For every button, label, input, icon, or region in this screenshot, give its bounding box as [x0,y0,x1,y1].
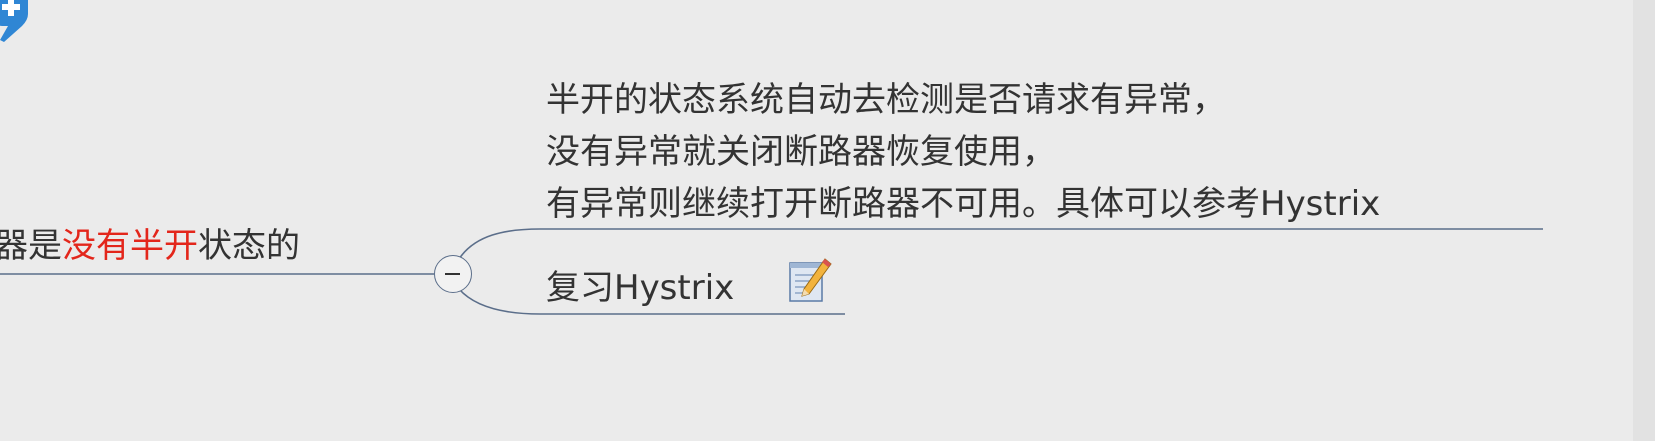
note-topic[interactable]: 半开的状态系统自动去检测是否请求有异常， 没有异常就关闭断路器恢复使用， 有异常… [546,74,1380,230]
canvas-edge [1633,0,1655,441]
notepad-pencil-icon[interactable] [787,257,833,305]
connector-to-note-topic [458,228,1543,260]
review-topic-label: 复习Hystrix [546,268,735,308]
note-topic-line-1: 半开的状态系统自动去检测是否请求有异常， [546,80,1226,120]
note-topic-line-3: 有异常则继续打开断路器不可用。具体可以参考Hystrix [546,184,1381,224]
note-topic-line-2: 没有异常就关闭断路器恢复使用， [546,132,1056,172]
parent-topic[interactable]: 器是没有半开状态的 [0,220,300,272]
parent-topic-suffix: 状态的 [198,226,300,266]
plus-badge-icon[interactable] [0,0,34,44]
parent-topic-prefix: 器是 [0,226,62,266]
parent-topic-highlight: 没有半开 [62,226,198,266]
collapse-button[interactable] [434,255,472,293]
minus-icon [445,273,460,275]
connector-to-review-topic [458,288,845,315]
review-topic[interactable]: 复习Hystrix [546,262,734,314]
